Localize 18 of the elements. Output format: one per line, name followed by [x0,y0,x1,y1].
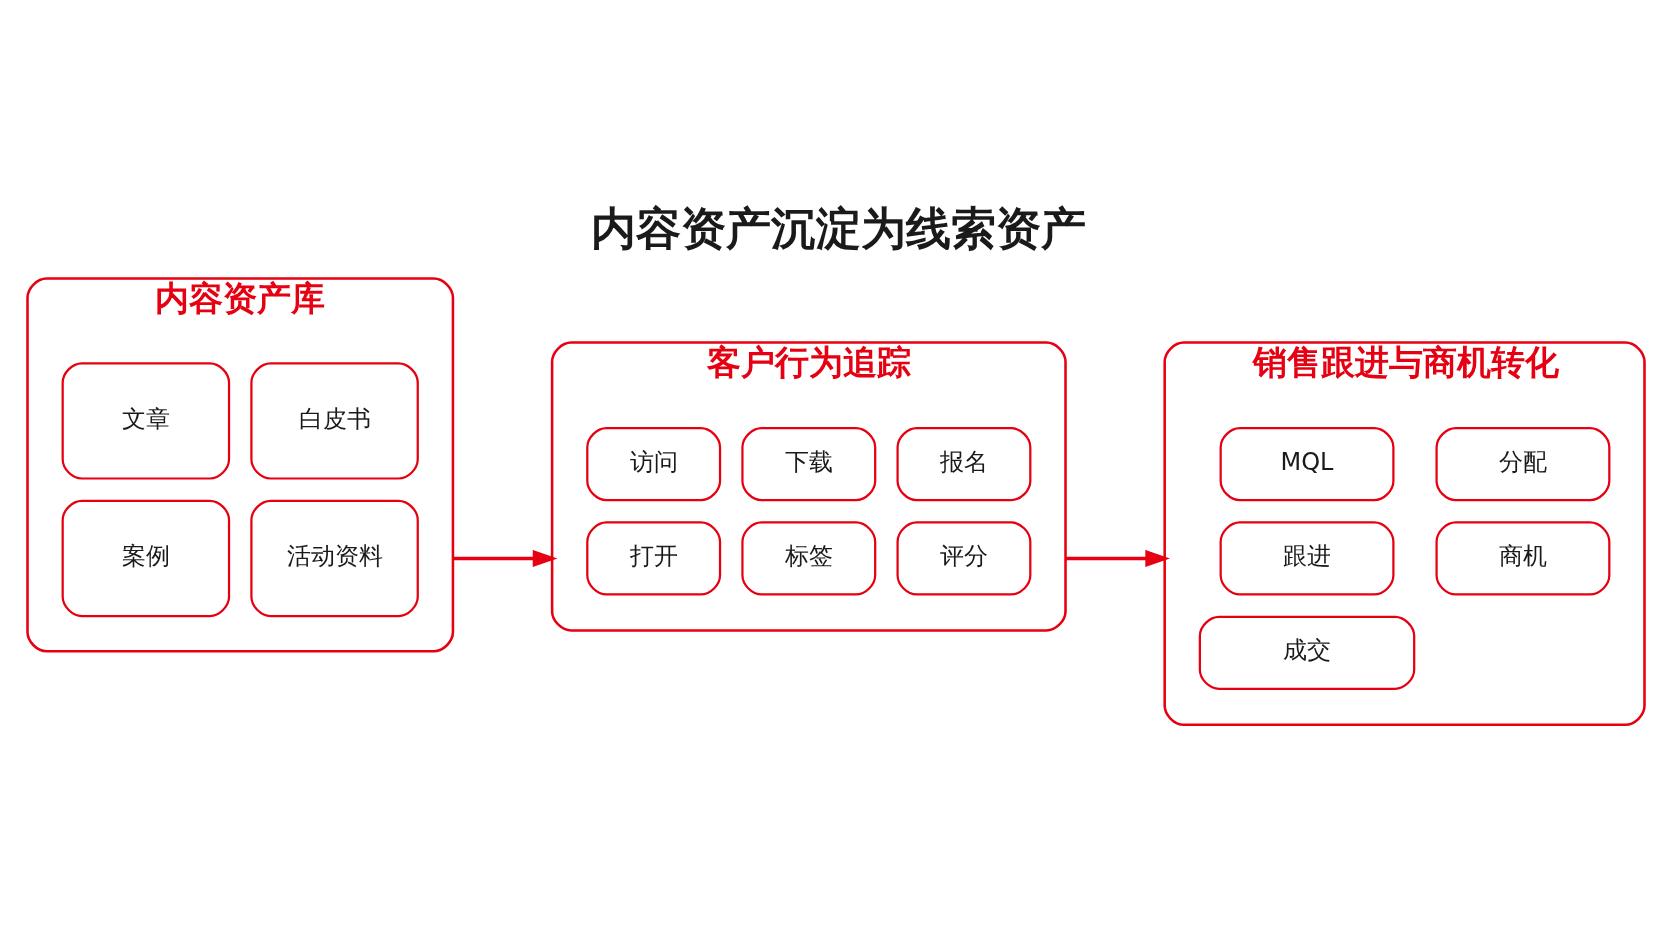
node-box: 跟进 [1219,521,1395,596]
node-box: 文章 [61,362,231,480]
node-box: 分配 [1435,427,1611,502]
node-box: 访问 [586,427,722,502]
node-box: 报名 [896,427,1032,502]
node-box: 案例 [61,499,231,618]
node-box: 下载 [741,427,877,502]
node-box: 打开 [586,521,722,596]
node-box: 标签 [741,521,877,596]
arrow [452,549,558,568]
node-box: MQL [1219,427,1395,502]
node-box: 评分 [896,521,1032,596]
arrow [1065,549,1170,568]
diagram-title: 内容资产沉淀为线索资产 [591,202,1087,256]
node-box: 成交 [1198,615,1416,690]
node-box: 商机 [1435,521,1611,596]
node-box: 白皮书 [250,362,419,480]
node-box: 活动资料 [250,499,419,618]
